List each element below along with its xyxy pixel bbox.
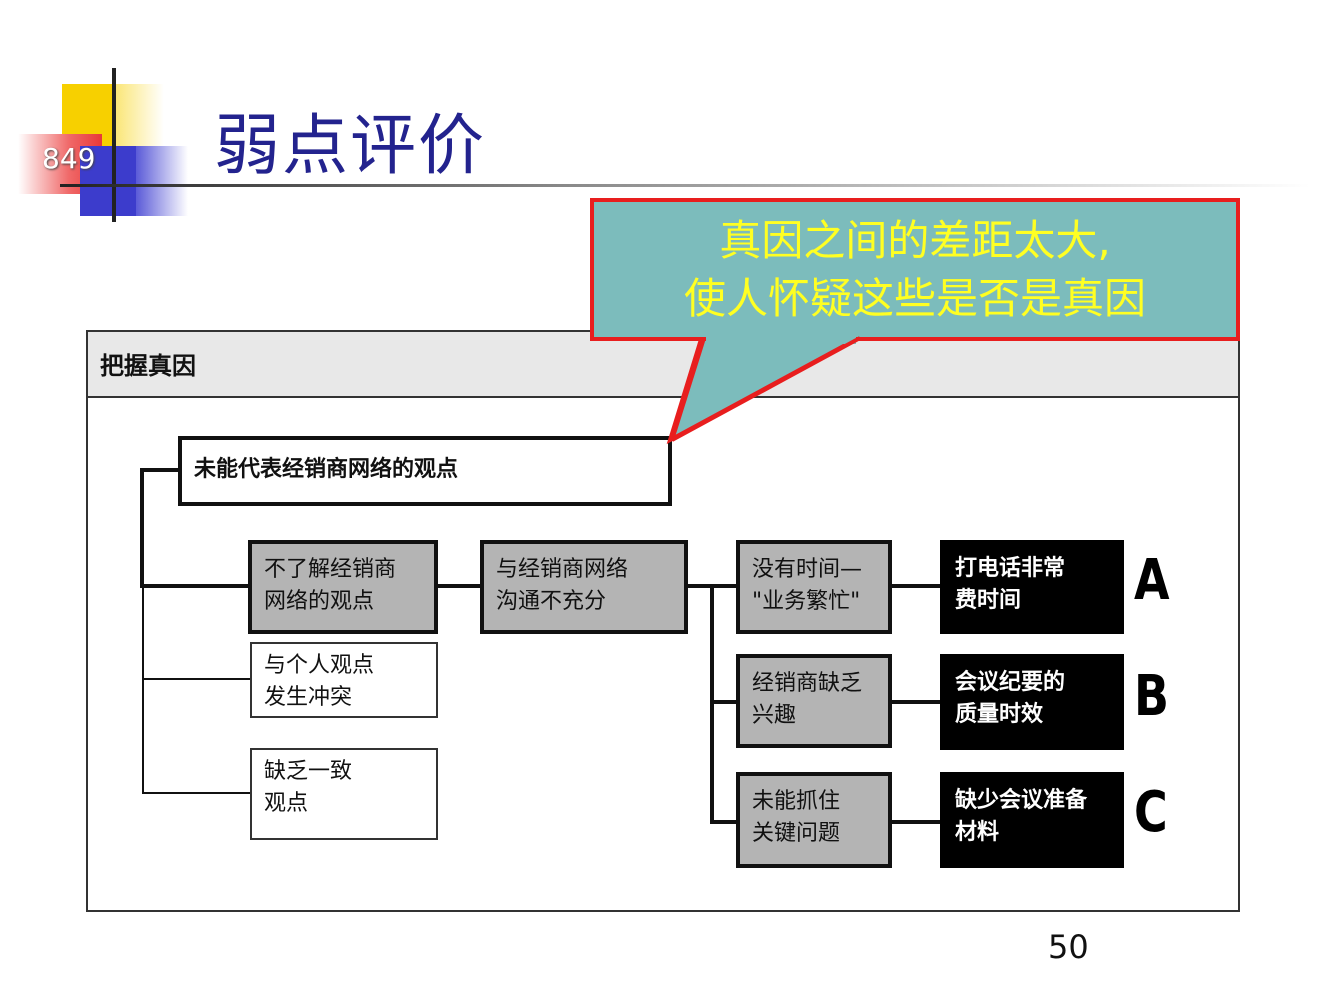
connector-to-level3-3: [710, 820, 738, 824]
level4-box-1-line1: 打电话非常: [955, 556, 1066, 581]
callout-text: 真因之间的差距太大, 使人怀疑这些是否是真因: [592, 212, 1238, 328]
logo-yellow-fade: [114, 84, 164, 146]
rank-letter-a: A: [1134, 548, 1170, 613]
level3-box-2-line2: 兴趣: [752, 703, 797, 728]
level3-box-2-line1: 经销商缺乏: [752, 671, 863, 696]
connector-to-level4-1: [890, 584, 942, 588]
level1-box-3: 缺乏一致 观点: [250, 748, 438, 840]
level3-box-1-line1: 没有时间—: [752, 557, 863, 582]
level3-box-1-line2: "业务繁忙": [752, 589, 861, 614]
level4-box-2-line1: 会议纪要的: [955, 670, 1066, 695]
connector-to-level2: [436, 584, 482, 588]
connector-to-level1-1: [140, 584, 250, 588]
level1-box-3-line2: 观点: [264, 791, 309, 816]
connector-level3-vertical: [710, 584, 714, 824]
level1-box-2-line1: 与个人观点: [264, 653, 375, 678]
logo-blue-square: [80, 146, 136, 216]
level3-box-3-line1: 未能抓住: [752, 789, 841, 814]
tree-root-label: 未能代表经销商网络的观点: [194, 457, 459, 482]
level4-box-3: 缺少会议准备 材料: [940, 772, 1124, 868]
connector-to-level3-2: [710, 700, 738, 704]
level4-box-1: 打电话非常 费时间: [940, 540, 1124, 634]
diagram-panel-title: 把握真因: [100, 352, 196, 380]
title-underline: [60, 184, 1310, 187]
level4-box-3-line1: 缺少会议准备: [955, 788, 1088, 813]
connector-root-vertical: [140, 468, 144, 588]
level3-box-2: 经销商缺乏 兴趣: [736, 654, 892, 748]
level2-box: 与经销商网络 沟通不充分: [480, 540, 688, 634]
connector-root-horizontal: [140, 468, 180, 472]
connector-to-level1-2: [142, 678, 250, 680]
logo-vertical-line: [112, 68, 116, 222]
level3-box-1: 没有时间— "业务繁忙": [736, 540, 892, 634]
logo-blue-fade: [136, 146, 188, 216]
diagram-panel-header: [88, 332, 1238, 398]
connector-to-level4-2: [890, 700, 942, 704]
level2-box-line1: 与经销商网络: [496, 557, 629, 582]
rank-letter-c: C: [1134, 780, 1168, 845]
level1-box-1-line2: 网络的观点: [264, 589, 375, 614]
page-number: 50: [1048, 928, 1089, 966]
callout-line-2: 使人怀疑这些是否是真因: [683, 274, 1146, 323]
connector-to-level1-3: [142, 792, 250, 794]
level1-box-1-line1: 不了解经销商: [264, 557, 397, 582]
level3-box-3-line2: 关键问题: [752, 821, 841, 846]
level1-box-2: 与个人观点 发生冲突: [250, 642, 438, 718]
callout-box: [590, 198, 1240, 341]
level4-box-2: 会议纪要的 质量时效: [940, 654, 1124, 750]
level4-box-3-line2: 材料: [955, 820, 1000, 845]
slide-title: 弱点评价: [214, 107, 486, 184]
connector-level1-vertical: [142, 588, 144, 794]
slide-number-badge: 849: [42, 142, 96, 175]
level4-box-2-line2: 质量时效: [955, 702, 1044, 727]
level2-box-line2: 沟通不充分: [496, 589, 607, 614]
level1-box-3-line1: 缺乏一致: [264, 759, 353, 784]
level4-box-1-line2: 费时间: [955, 588, 1022, 613]
connector-to-level4-3: [890, 820, 942, 824]
rank-letter-b: B: [1134, 664, 1170, 729]
level3-box-3: 未能抓住 关键问题: [736, 772, 892, 868]
level1-box-1: 不了解经销商 网络的观点: [248, 540, 438, 634]
tree-root-box: 未能代表经销商网络的观点: [178, 436, 672, 506]
level1-box-2-line2: 发生冲突: [264, 685, 353, 710]
callout-line-1: 真因之间的差距太大,: [719, 216, 1111, 265]
